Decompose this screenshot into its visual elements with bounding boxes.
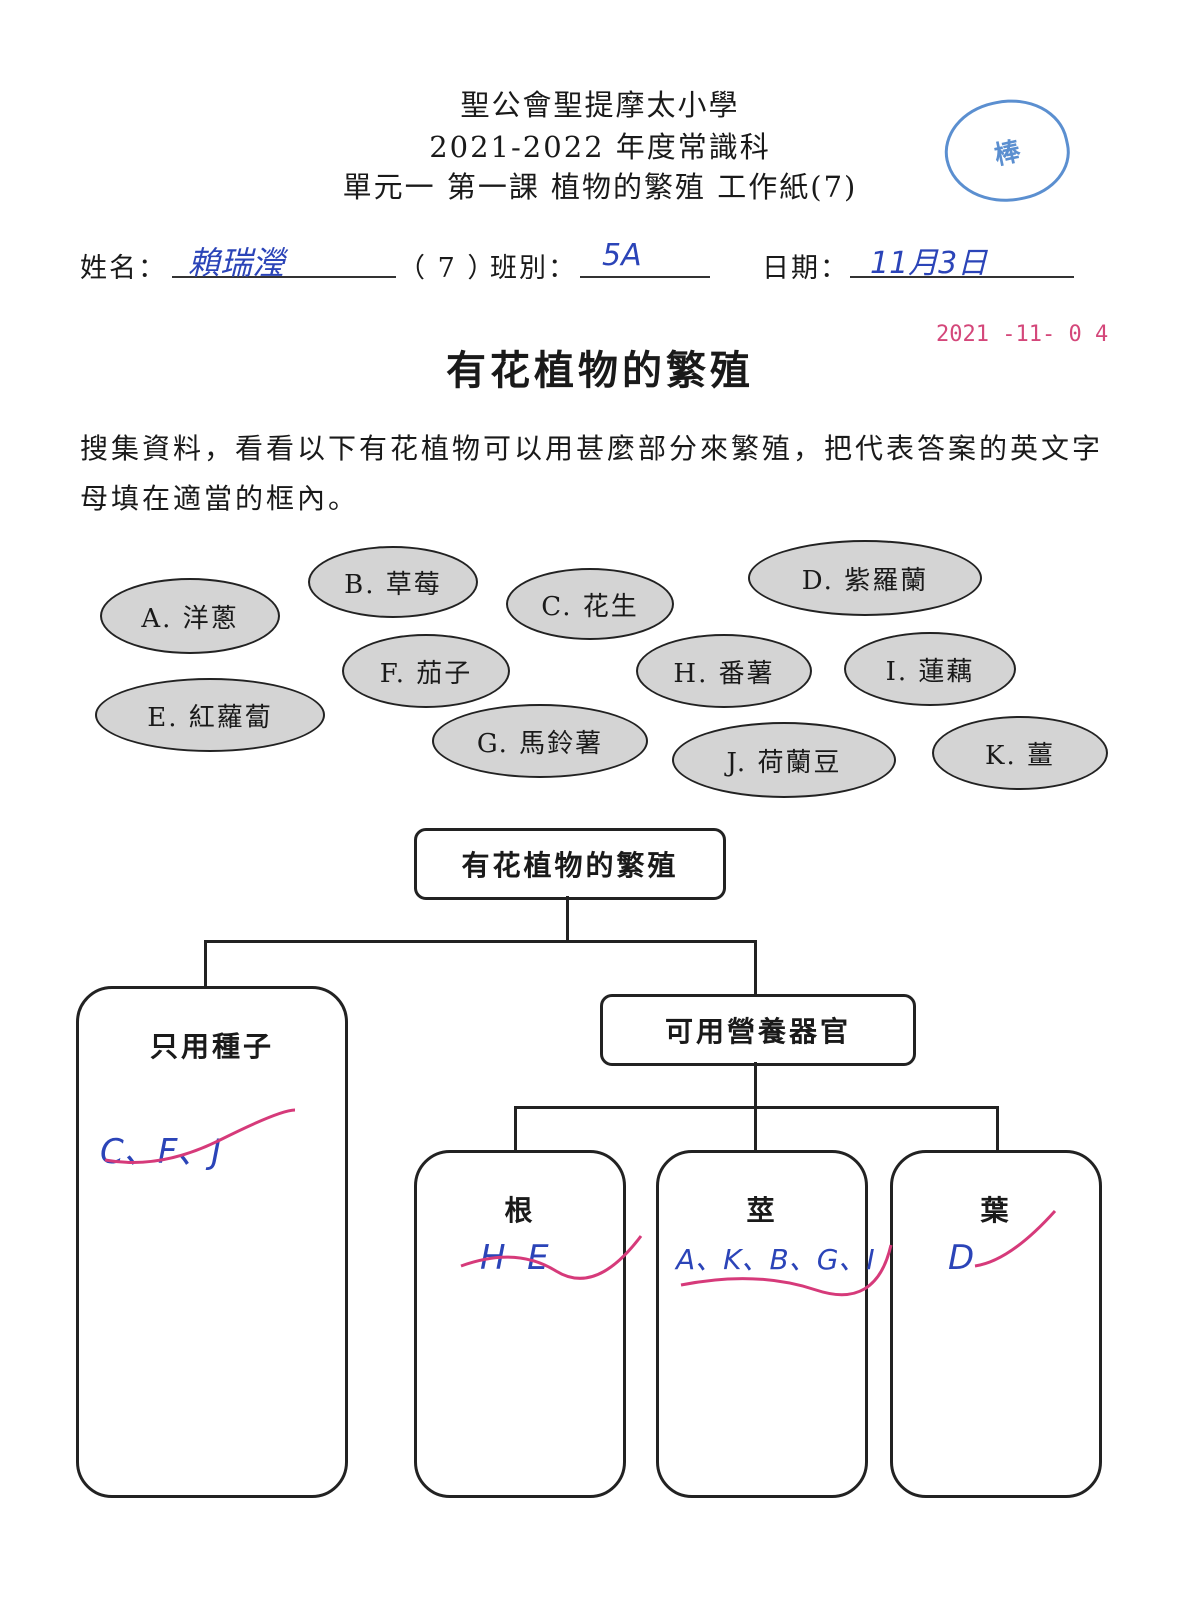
connector-right-down: [754, 940, 757, 996]
seeds-only-label: 只用種子: [150, 1025, 274, 1065]
connector-veg-down: [754, 1062, 757, 1108]
stem-box-label: 莖: [746, 1189, 777, 1229]
plant-option-i: I. 蓮藕: [844, 632, 1016, 706]
vegetative-organs-box: 可用營養器官: [600, 994, 916, 1066]
worksheet-title: 有花植物的繁殖: [0, 338, 1200, 396]
connector-left-down: [204, 940, 207, 988]
connector-branch-horizontal: [204, 940, 757, 943]
stem-box: 莖: [656, 1150, 868, 1498]
root-check-mark: [456, 1226, 646, 1286]
instruction-text: 搜集資料，看看以下有花植物可以用甚麼部分來繁殖，把代表答案的英文字母填在適當的框…: [80, 424, 1120, 524]
date-label: 日期：: [762, 246, 849, 285]
connector-root-down: [566, 896, 569, 942]
connector-root-box: [514, 1106, 517, 1152]
leaf-box: 葉: [890, 1150, 1102, 1498]
plant-option-a: A. 洋蔥: [100, 578, 280, 654]
plant-option-b: B. 草莓: [308, 546, 478, 618]
diagram-root-box: 有花植物的繁殖: [414, 828, 726, 900]
plant-option-h: H. 番薯: [636, 634, 812, 708]
root-box-label: 根: [504, 1189, 535, 1229]
class-value: 5A: [602, 238, 642, 273]
stem-check-mark: [676, 1230, 896, 1300]
name-field: 賴瑞瀅: [172, 238, 396, 278]
plant-option-c: C. 花生: [506, 568, 674, 640]
plant-option-d: D. 紫羅蘭: [748, 540, 982, 616]
connector-leaf-box: [996, 1106, 999, 1152]
connector-stem-box: [754, 1106, 757, 1152]
plant-option-e: E. 紅蘿蔔: [95, 678, 325, 752]
plant-option-k: K. 薑: [932, 716, 1108, 790]
student-number: （ 7 ）: [398, 246, 496, 285]
plant-option-j: J. 荷蘭豆: [672, 722, 896, 798]
leaf-check-mark: [970, 1206, 1060, 1276]
name-label: 姓名：: [80, 246, 167, 285]
root-box: 根: [414, 1150, 626, 1498]
class-field: 5A: [580, 238, 710, 278]
date-value: 11月3日: [870, 246, 987, 281]
diagram-root-label: 有花植物的繁殖: [461, 844, 678, 884]
date-field: 11月3日: [850, 238, 1074, 278]
vegetative-organs-label: 可用營養器官: [665, 1010, 851, 1050]
stamp-text: 棒: [990, 130, 1023, 172]
class-label: 班別：: [490, 246, 577, 285]
seeds-only-box: 只用種子: [76, 986, 348, 1498]
plant-option-g: G. 馬鈴薯: [432, 704, 648, 778]
plant-option-f: F. 茄子: [342, 634, 510, 708]
name-value: 賴瑞瀅: [188, 244, 284, 282]
seeds-check-mark: [100, 1100, 300, 1170]
